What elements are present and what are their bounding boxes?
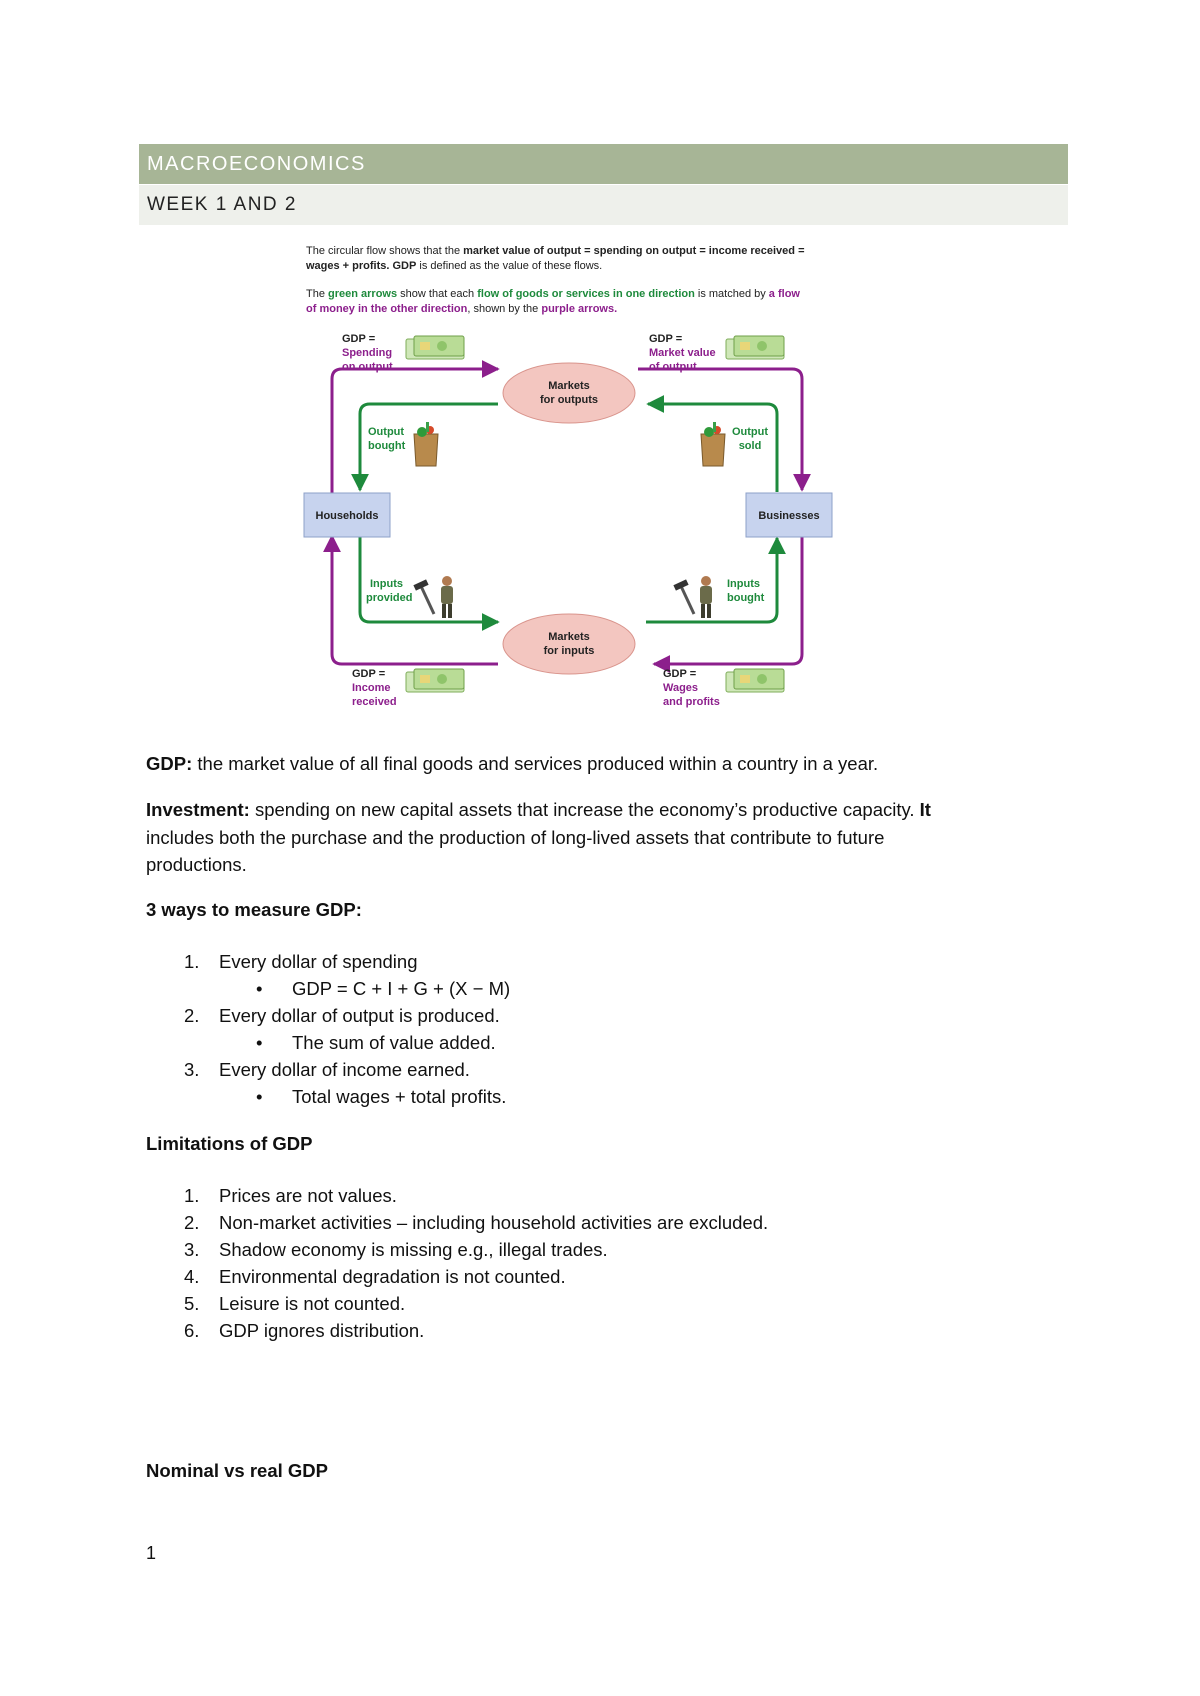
banknote-icon — [725, 335, 785, 360]
figure-caption-line-2: wages + profits. GDP is defined as the v… — [305, 260, 602, 272]
grocery-bag-icon — [700, 422, 726, 467]
investment-definition: Investment: spending on new capital asse… — [146, 796, 1046, 879]
limitations-heading: Limitations of GDP — [146, 1133, 313, 1154]
markets-for-inputs-line1: Markets — [548, 631, 590, 643]
wages-and-profits-line2: and profits — [663, 696, 720, 708]
green-arrow-bottom-left — [358, 536, 500, 631]
wages-and-profits-line1: Wages — [663, 682, 698, 694]
list-number: 3. — [184, 1239, 200, 1260]
markets-for-inputs-node — [502, 613, 636, 675]
banknote-icon — [725, 668, 785, 693]
list-sub-text: Total wages + total profits. — [292, 1086, 507, 1107]
list-text: Non-market activities – including househ… — [219, 1212, 769, 1233]
investment-term: Investment: — [146, 799, 250, 820]
businesses-label: Businesses — [758, 510, 819, 522]
nominal-vs-real-heading: Nominal vs real GDP — [146, 1460, 328, 1481]
investment-definition-text-2: includes both the purchase and the produ… — [146, 826, 885, 848]
page-number: 1 — [146, 1543, 157, 1563]
market-value-of-output-line2: of output — [649, 361, 697, 373]
gdp-label-top-left: GDP = — [342, 333, 375, 345]
investment-definition-text-1: spending on new capital assets that incr… — [249, 799, 920, 820]
worker-icon — [441, 576, 453, 618]
list-text: Prices are not values. — [219, 1185, 397, 1206]
list-text: Shadow economy is missing e.g., illegal … — [219, 1239, 608, 1260]
inputs-provided-line2: provided — [366, 592, 412, 604]
hammer-icon — [413, 579, 436, 615]
list-number: 3. — [184, 1059, 200, 1080]
households-node — [303, 492, 391, 538]
investment-definition-text-3: productions. — [146, 854, 247, 875]
inputs-bought-line2: bought — [727, 592, 765, 604]
list-text: Environmental degradation is not counted… — [219, 1266, 566, 1287]
figure-caption-line-4: of money in the other direction, shown b… — [306, 303, 617, 315]
figure-caption-line-1: The circular flow shows that the market … — [306, 245, 805, 257]
green-arrow-top-left — [351, 402, 498, 492]
gdp-definition: GDP: the market value of all final goods… — [146, 750, 1046, 778]
list-number: 6. — [184, 1320, 200, 1341]
gdp-label-bottom-left: GDP = — [352, 668, 385, 680]
purple-arrow-top-left — [330, 360, 500, 532]
output-bought-line2: bought — [368, 440, 406, 452]
markets-for-outputs-line2: for outputs — [540, 394, 598, 406]
bullet: • — [256, 1032, 263, 1053]
markets-for-outputs-node — [502, 362, 636, 424]
list-text: Every dollar of income earned. — [219, 1059, 470, 1080]
list-number: 4. — [184, 1266, 200, 1287]
market-value-of-output-line1: Market value — [649, 347, 716, 359]
green-arrow-top-right — [646, 395, 779, 492]
grocery-bag-icon — [413, 422, 439, 467]
income-received-line1: Income — [352, 682, 391, 694]
circular-flow-figure: The circular flow shows that the market … — [302, 240, 838, 718]
markets-for-outputs-line1: Markets — [548, 380, 590, 392]
banknote-icon — [405, 335, 465, 360]
inputs-provided-line1: Inputs — [370, 578, 403, 590]
list-number: 2. — [184, 1212, 200, 1233]
list-sub-text: GDP = C + I + G + (X − M) — [292, 978, 511, 999]
banknote-icon — [405, 668, 465, 693]
output-sold-line2: sold — [739, 440, 762, 452]
list-sub-text: The sum of value added. — [292, 1032, 496, 1053]
gdp-term: GDP: — [146, 753, 193, 774]
list-text: Every dollar of output is produced. — [219, 1005, 500, 1026]
spending-on-output-line1: Spending — [342, 347, 392, 359]
list-number: 1. — [184, 1185, 200, 1206]
output-bought-line1: Output — [368, 426, 404, 438]
list-text: Every dollar of spending — [219, 951, 418, 972]
investment-definition-bold: It — [919, 799, 931, 820]
purple-arrow-top-right — [638, 367, 811, 492]
list-number: 2. — [184, 1005, 200, 1026]
purple-arrow-bottom-left — [323, 534, 498, 666]
gdp-label-top-right: GDP = — [649, 333, 682, 345]
list-number: 5. — [184, 1293, 200, 1314]
measure-gdp-heading: 3 ways to measure GDP: — [146, 899, 362, 920]
income-received-line2: received — [352, 696, 397, 708]
worker-icon — [700, 576, 712, 618]
inputs-bought-line1: Inputs — [727, 578, 760, 590]
hammer-icon — [673, 579, 696, 615]
spending-on-output-line2: on output — [342, 361, 393, 373]
households-label: Households — [316, 510, 379, 522]
list-number: 1. — [184, 951, 200, 972]
list-text: Leisure is not counted. — [219, 1293, 406, 1314]
markets-for-inputs-line2: for inputs — [544, 645, 595, 657]
figure-caption-line-3: The green arrows show that each flow of … — [306, 288, 800, 300]
document-title: MACROECONOMICS — [139, 144, 1068, 184]
document-subtitle: WEEK 1 AND 2 — [139, 185, 1068, 225]
gdp-label-bottom-right: GDP = — [663, 668, 696, 680]
list-text: GDP ignores distribution. — [219, 1320, 425, 1341]
gdp-definition-text: the market value of all final goods and … — [192, 753, 879, 774]
output-sold-line1: Output — [732, 426, 768, 438]
businesses-node — [745, 492, 833, 538]
bullet: • — [256, 978, 263, 999]
bullet: • — [256, 1086, 263, 1107]
green-arrow-bottom-right — [646, 536, 786, 624]
purple-arrow-bottom-right — [652, 534, 804, 673]
